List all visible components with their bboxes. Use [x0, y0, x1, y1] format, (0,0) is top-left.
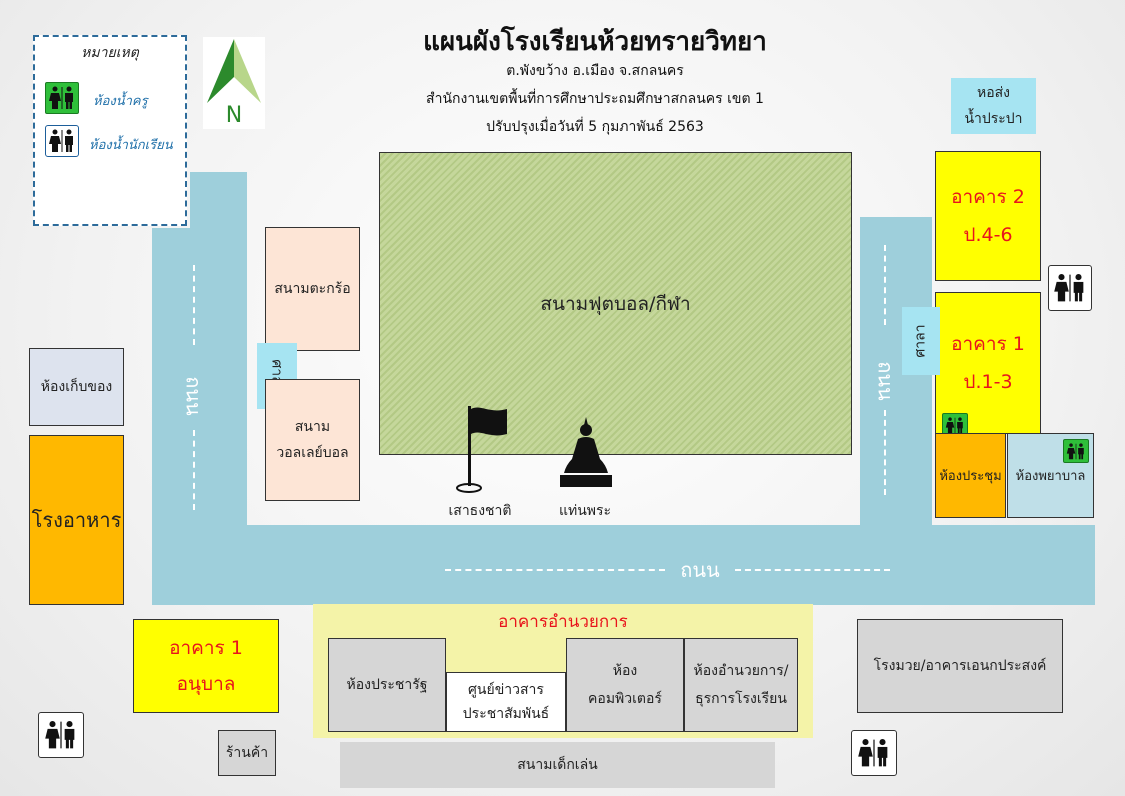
computer-room-label-2: คอมพิวเตอร์: [588, 691, 662, 707]
north-label: N: [225, 102, 243, 128]
office-line: สำนักงานเขตพื้นที่การศึกษาประถมศึกษาสกลน…: [426, 91, 764, 107]
pr-center-label-2: ประชาสัมพันธ์: [462, 706, 550, 722]
road-bottom-label: ถนน: [680, 558, 720, 582]
water-tower: หอส่ง น้ำประปา: [951, 78, 1036, 134]
sepak-takraw-court: สนามตะกร้อ: [265, 227, 360, 351]
buddha-label: แท่นพระ: [558, 503, 612, 519]
volleyball-label-1: สนาม: [294, 419, 331, 435]
student-restroom-icon: [45, 125, 79, 157]
building-2: อาคาร 2 ป.4-6: [935, 151, 1041, 281]
kindergarten-sub: อนุบาล: [176, 673, 236, 695]
volleyball-label-2: วอลเลย์บอล: [276, 445, 349, 461]
flagpole-label: เสาธงชาติ: [448, 503, 512, 519]
pr-center-label-1: ศูนย์ข่าวสาร: [468, 682, 544, 698]
building-1-grades: ป.1-3: [963, 371, 1013, 393]
kindergarten-building: อาคาร 1 อนุบาล: [133, 619, 279, 713]
compass: N: [203, 37, 265, 129]
restroom-icon: [1048, 265, 1092, 311]
road-bottom: [152, 525, 1095, 605]
pavilion-right-label: ศาลา: [912, 324, 929, 358]
road-bottom-dash-right: [735, 569, 890, 571]
volleyball-court: สนาม วอลเลย์บอล: [265, 379, 360, 501]
road-left-upper: [190, 172, 247, 232]
building-2-label: อาคาร 2: [951, 186, 1025, 208]
building-2-grades: ป.4-6: [963, 224, 1013, 246]
restroom-icon: [38, 712, 84, 758]
flag-icon: [456, 406, 507, 493]
legend-box: หมายเหตุ ห้องน้ำครู ห้องน้ำนักเรียน: [33, 35, 187, 226]
restroom-icon: [851, 730, 897, 776]
road-left-dash-top: [193, 265, 195, 345]
road-right-dash-bottom: [884, 410, 886, 495]
canteen: โรงอาหาร: [29, 435, 124, 605]
football-field: สนามฟุตบอล/กีฬา: [379, 152, 852, 455]
student-restroom-label: ห้องน้ำนักเรียน: [89, 138, 173, 153]
director-office-label-2: ธุรการโรงเรียน: [695, 691, 787, 707]
building-1-label: อาคาร 1: [951, 333, 1025, 355]
playground: สนามเด็กเล่น: [340, 742, 775, 788]
building-1-primary: อาคาร 1 ป.1-3: [935, 292, 1041, 434]
location-line: ต.พังขว้าง อ.เมือง จ.สกลนคร: [506, 63, 684, 79]
road-bottom-dash-left: [445, 569, 665, 571]
road-right-label: ถนน: [873, 361, 898, 401]
storage-room: ห้องเก็บของ: [29, 348, 124, 426]
north-arrow-icon: [207, 39, 261, 103]
road-left-dash-bottom: [193, 430, 195, 510]
teacher-restroom-label: ห้องน้ำครู: [93, 94, 148, 109]
director-office: ห้องอำนวยการ/ ธุรการโรงเรียน: [684, 638, 798, 732]
road-right-dash-top: [884, 245, 886, 325]
pr-center: ศูนย์ข่าวสาร ประชาสัมพันธ์: [446, 672, 566, 732]
civic-room: ห้องประชารัฐ: [328, 638, 446, 732]
teacher-restroom-icon: [1063, 439, 1089, 463]
director-office-label-1: ห้องอำนวยการ/: [693, 663, 789, 679]
meeting-room: ห้องประชุม: [935, 433, 1006, 518]
water-tower-label-1: หอส่ง: [976, 85, 1011, 101]
map-title: แผนผังโรงเรียนห้วยทรายวิทยา: [423, 26, 767, 57]
admin-building-label: อาคารอำนวยการ: [498, 611, 628, 632]
computer-room-label-1: ห้อง: [612, 663, 638, 679]
water-tower-label-2: น้ำประปา: [964, 111, 1023, 127]
multipurpose-building: โรงมวย/อาคารเอนกประสงค์: [857, 619, 1063, 713]
shop: ร้านค้า: [218, 730, 276, 776]
updated-line: ปรับปรุงเมื่อวันที่ 5 กุมภาพันธ์ 2563: [486, 119, 704, 135]
road-left-label: ถนน: [181, 376, 206, 416]
legend-title: หมายเหตุ: [81, 45, 139, 61]
teacher-restroom-icon: [45, 82, 79, 114]
buddha-statue-icon: [560, 417, 612, 487]
pavilion-right: ศาลา: [902, 307, 940, 375]
kindergarten-label: อาคาร 1: [169, 637, 243, 659]
computer-room: ห้อง คอมพิวเตอร์: [566, 638, 684, 732]
